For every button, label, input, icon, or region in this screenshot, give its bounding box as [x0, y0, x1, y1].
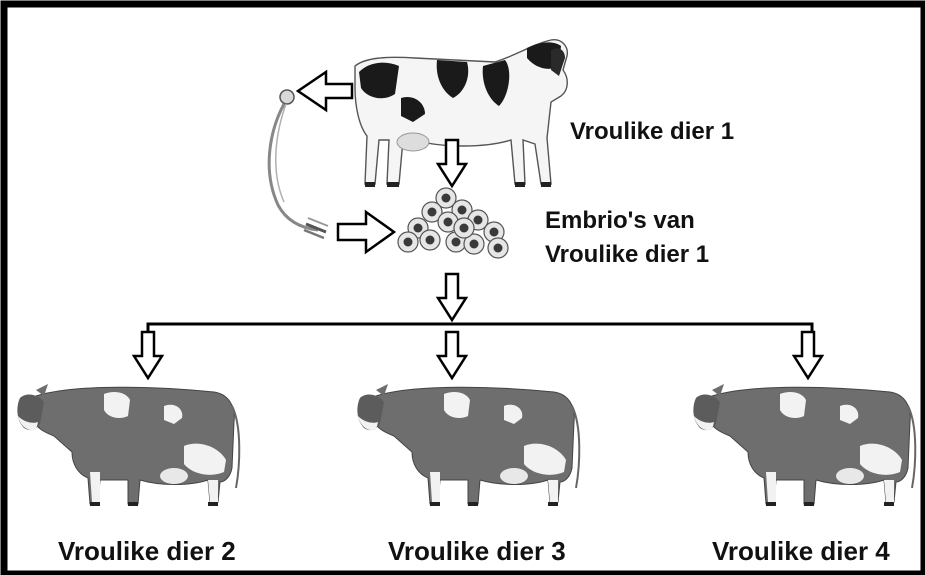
- arrow-to-recipient-2: [132, 330, 164, 380]
- embryo-label-line-1: Embrio's van: [545, 207, 695, 234]
- catheter-icon: [267, 89, 329, 240]
- arrow-to-catheter: [295, 69, 354, 113]
- recipient-4-label: Vroulike dier 4: [712, 536, 890, 566]
- recipient-cow-4-icon: [692, 383, 917, 507]
- recipient-2-label: Vroulike dier 2: [58, 536, 236, 566]
- recipient-cow-2-icon: [16, 383, 241, 507]
- arrow-to-recipient-3: [436, 330, 468, 380]
- donor-cow-icon: [354, 39, 568, 187]
- arrow-embryos-to-line: [436, 272, 468, 322]
- arrow-to-recipient-4: [792, 330, 824, 380]
- distribution-line: [146, 322, 814, 350]
- arrow-donor-to-embryos: [436, 138, 468, 188]
- recipient-3-label: Vroulike dier 3: [388, 536, 566, 566]
- embryo-cluster-icon: [397, 187, 509, 259]
- embryo-label: Embrio's van Vroulike dier 1: [545, 204, 709, 272]
- embryo-label-line-2: Vroulike dier 1: [545, 241, 710, 268]
- donor-label: Vroulike dier 1: [570, 118, 735, 145]
- arrow-to-embryos: [336, 209, 397, 255]
- recipient-cow-3-icon: [356, 383, 581, 507]
